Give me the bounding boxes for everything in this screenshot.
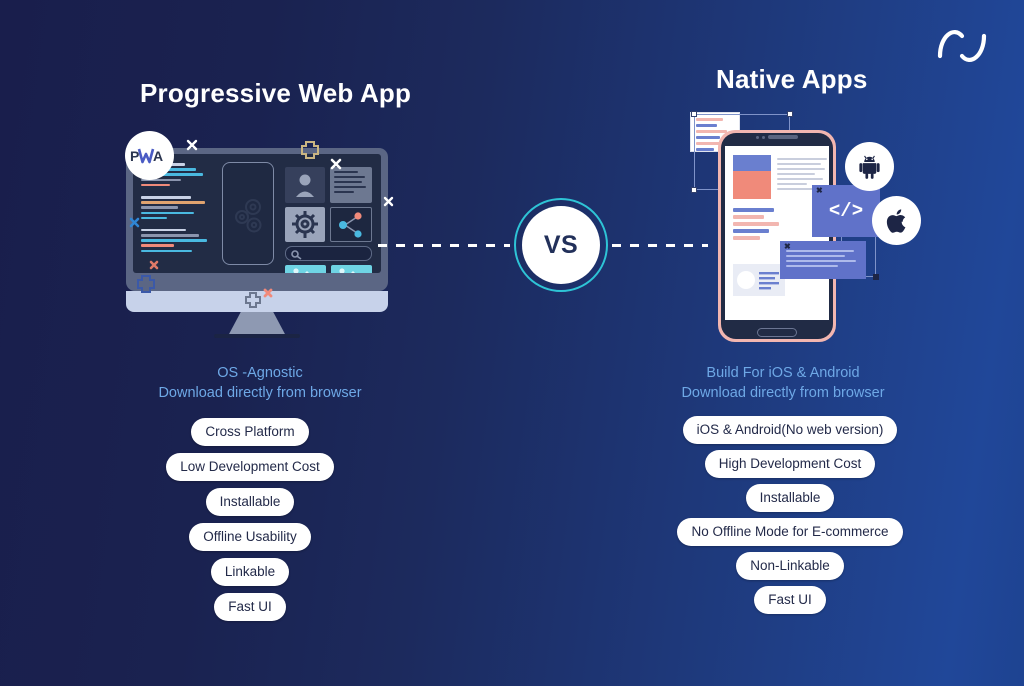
- desktop-monitor-illustration: [126, 148, 388, 338]
- cross-mark-icon: [330, 157, 342, 175]
- android-icon: [845, 142, 894, 191]
- selection-handle: [787, 111, 793, 117]
- search-icon: [291, 250, 302, 260]
- phone-home-button: [757, 328, 797, 337]
- connector-line-left: [378, 244, 510, 247]
- monitor-foot: [214, 334, 300, 338]
- subtitle-right-line1: Build For iOS & Android: [706, 365, 860, 381]
- feature-list-left: Cross Platform Low Development Cost Inst…: [95, 418, 405, 621]
- subtitle-left-line1: OS -Agnostic: [217, 365, 303, 381]
- apple-icon: [872, 196, 921, 245]
- vs-ring: [514, 198, 608, 292]
- feature-pill[interactable]: No Offline Mode for E-commerce: [677, 518, 903, 546]
- feature-pill[interactable]: Fast UI: [754, 586, 826, 614]
- feature-pill[interactable]: Fast UI: [214, 593, 286, 621]
- feature-pill[interactable]: Low Development Cost: [166, 453, 334, 481]
- cross-mark-icon: [382, 195, 395, 213]
- monitor-phone-mockup: [222, 162, 274, 265]
- svg-text:A: A: [153, 148, 163, 164]
- page-title-left: Progressive Web App: [140, 78, 412, 108]
- feature-pill[interactable]: Linkable: [210, 558, 290, 586]
- vs-circle: VS: [522, 206, 600, 284]
- swoosh-logo: [934, 20, 990, 72]
- feature-pill[interactable]: iOS & Android(No web version): [682, 416, 898, 444]
- mobile-phone-illustration: ✖ </> ✖: [690, 111, 940, 348]
- connector-line-right: [612, 244, 708, 247]
- cross-mark-icon: [148, 258, 160, 276]
- vs-badge: VS: [514, 198, 608, 292]
- feature-pill[interactable]: Installable: [205, 488, 295, 516]
- text-widget: [330, 167, 372, 203]
- cross-mark-icon: [262, 286, 274, 304]
- subtitle-left-line2: Download directly from browser: [158, 385, 362, 401]
- content-panel: ✖: [780, 241, 866, 279]
- monitor-screen: [133, 154, 381, 273]
- settings-gear-widget: [285, 207, 325, 242]
- puzzle-mark-icon: [298, 138, 322, 167]
- pwa-badge: P A: [125, 131, 174, 180]
- monitor-body: [126, 148, 388, 291]
- monitor-base: [126, 291, 388, 312]
- selection-handle: [691, 111, 697, 117]
- phone-speaker: [756, 135, 798, 139]
- feature-list-right: iOS & Android(No web version) High Devel…: [645, 416, 935, 614]
- subtitle-right-line2: Download directly from browser: [681, 385, 885, 401]
- image-card-1: [285, 265, 326, 273]
- feature-pill[interactable]: Installable: [745, 484, 835, 512]
- page-title-right: Native Apps: [716, 64, 868, 94]
- gear-icon: [235, 199, 262, 233]
- selection-handle: [691, 187, 697, 193]
- feature-pill[interactable]: Non-Linkable: [736, 552, 844, 580]
- selection-handle: [873, 274, 879, 280]
- close-icon: ✖: [816, 186, 823, 195]
- search-bar-widget: [285, 246, 372, 261]
- feature-pill[interactable]: Offline Usability: [189, 523, 311, 551]
- image-card-2: [331, 265, 372, 273]
- feature-pill[interactable]: Cross Platform: [191, 418, 309, 446]
- share-widget: [330, 207, 372, 242]
- code-glyph-label: </>: [828, 200, 864, 222]
- feature-pill[interactable]: High Development Cost: [704, 450, 876, 478]
- avatar-widget: [285, 167, 325, 203]
- code-panel: ✖ </>: [812, 185, 880, 237]
- vs-label: VS: [543, 230, 579, 259]
- phone-screen: [725, 146, 829, 320]
- close-icon: ✖: [784, 242, 791, 251]
- subtitle-left: OS -Agnostic Download directly from brow…: [0, 363, 520, 403]
- monitor-stand: [228, 312, 286, 336]
- subtitle-right: Build For iOS & Android Download directl…: [650, 363, 916, 403]
- svg-text:P: P: [130, 148, 139, 164]
- puzzle-mark-icon: [134, 272, 158, 301]
- cross-mark-icon: [185, 138, 199, 157]
- phone-frame: [718, 130, 836, 342]
- puzzle-mark-icon: [243, 290, 263, 315]
- cross-mark-icon: [128, 216, 141, 234]
